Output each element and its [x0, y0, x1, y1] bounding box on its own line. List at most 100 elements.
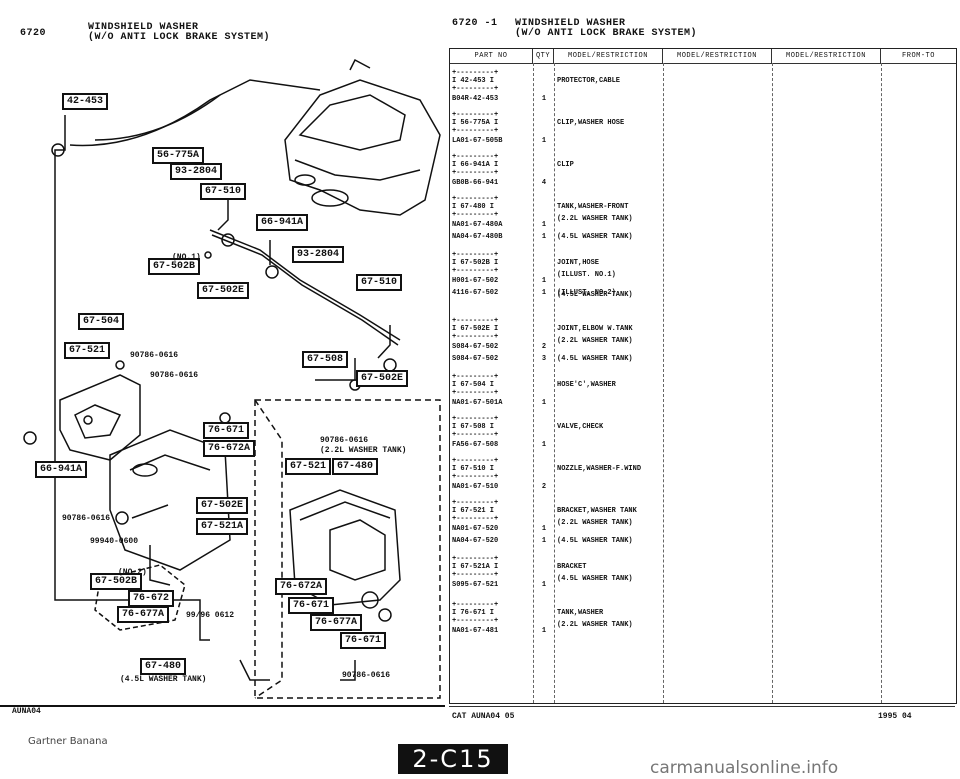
- ref-border-top: +---------+: [452, 153, 499, 161]
- quantity: 2: [541, 343, 547, 351]
- diagram-ref: 76-677A: [310, 614, 363, 631]
- part-number: H001-67-502: [452, 277, 499, 285]
- ref-border-bottom: +---------+: [452, 85, 499, 93]
- diagram-ref: 67-504: [78, 313, 125, 330]
- diagram-label-part: 99940-0600: [90, 537, 139, 546]
- ref-number: I 67-480 I: [452, 203, 495, 211]
- quantity: 1: [541, 289, 547, 297]
- col-header-part-no: PART NO: [450, 49, 533, 64]
- description: BRACKET,WASHER TANK: [557, 507, 637, 515]
- diagram-ref: 67-480: [140, 658, 187, 675]
- quantity: 1: [541, 525, 547, 533]
- quantity: 1: [541, 537, 547, 545]
- diagram-label-part: 90786-0616: [342, 671, 391, 680]
- ref-border-top: +---------+: [452, 555, 499, 563]
- part-number: 4116-67-502: [452, 289, 499, 297]
- part-number: S095-67-521: [452, 581, 499, 589]
- part-number: NA04-67-520: [452, 537, 499, 545]
- col-header-from-to: FROM-TO: [881, 49, 956, 64]
- diagram-label-part: 90786-0616: [62, 514, 111, 523]
- description-note: (4.5L WASHER TANK): [557, 233, 633, 241]
- diagram-ref: 67-521A: [196, 518, 249, 535]
- quantity: 1: [541, 627, 547, 635]
- diagram-ref: 76-672: [128, 590, 175, 607]
- diagram-label-no1: (NO.1): [172, 253, 201, 262]
- ref-border-top: +---------+: [452, 195, 499, 203]
- diagram-ref: 67-502B: [90, 573, 143, 590]
- ref-border-bottom: +---------+: [452, 515, 499, 523]
- diagram-ref: 67-480: [332, 458, 379, 475]
- diagram-ref: 76-677A: [117, 606, 170, 623]
- quantity: 1: [541, 137, 547, 145]
- ref-border-top: +---------+: [452, 317, 499, 325]
- ref-border-top: +---------+: [452, 415, 499, 423]
- diagram-ref: 66-941A: [256, 214, 309, 231]
- ref-number: I 56-775A I: [452, 119, 499, 127]
- ref-number: I 67-510 I: [452, 465, 495, 473]
- part-number: NA01-67-510: [452, 483, 499, 491]
- ref-border-top: +---------+: [452, 251, 499, 259]
- diagram-ref: 76-672A: [275, 578, 328, 595]
- diagram-label-tank: (4.5L WASHER TANK): [120, 675, 207, 684]
- ref-border-bottom: +---------+: [452, 169, 499, 177]
- diagram-ref: 67-510: [200, 183, 247, 200]
- ref-border-bottom: +---------+: [452, 431, 499, 439]
- footer-left: AUNA04: [12, 707, 41, 716]
- description-note: (2.2L WASHER TANK): [557, 215, 633, 223]
- part-number: FA56-67-508: [452, 441, 499, 449]
- col-header-model-1: MODEL/RESTRICTION: [554, 49, 663, 64]
- description-note: (2.2L WASHER TANK): [557, 337, 633, 345]
- description: NOZZLE,WASHER-F.WIND: [557, 465, 642, 473]
- quantity: 2: [541, 483, 547, 491]
- footer-right: 1995 04: [878, 712, 912, 721]
- header-left-title-2: (W/O ANTI LOCK BRAKE SYSTEM): [88, 32, 271, 43]
- quantity: 1: [541, 399, 547, 407]
- description: JOINT,HOSE: [557, 259, 600, 267]
- ref-border-bottom: +---------+: [452, 211, 499, 219]
- ref-border-bottom: +---------+: [452, 267, 499, 275]
- diagram-ref: 66-941A: [35, 461, 88, 478]
- diagram-ref: 76-671: [340, 632, 387, 649]
- footer-center: CAT AUNA04 05: [452, 712, 515, 721]
- diagram-label-no2: (NO.2): [118, 568, 147, 577]
- part-number: B04R-42-453: [452, 95, 499, 103]
- part-number: LA01-67-505B: [452, 137, 503, 145]
- diagram-ref: 67-502E: [356, 370, 409, 387]
- part-number: NA04-67-480B: [452, 233, 503, 241]
- quantity: 3: [541, 355, 547, 363]
- part-number: NA01-67-520: [452, 525, 499, 533]
- ref-number: I 67-521 I: [452, 507, 495, 515]
- diagram-label-part: 90786-0616: [150, 371, 199, 380]
- ref-border-bottom: +---------+: [452, 571, 499, 579]
- description-note: (ILLUST. NO.2): [557, 289, 616, 297]
- diagram-ref: 76-671: [203, 422, 250, 439]
- diagram-ref: 67-521: [64, 342, 111, 359]
- ref-number: I 67-504 I: [452, 381, 495, 389]
- diagram-ref: 56-775A: [152, 147, 205, 164]
- quantity: 1: [541, 581, 547, 589]
- part-number: NA01-67-501A: [452, 399, 503, 407]
- ref-border-top: +---------+: [452, 373, 499, 381]
- header-left-code: 6720: [20, 28, 47, 39]
- part-number: NA01-67-480A: [452, 221, 503, 229]
- description-note: (4.5L WASHER TANK): [557, 291, 633, 299]
- header-right-title-2: (W/O ANTI LOCK BRAKE SYSTEM): [515, 28, 698, 39]
- ref-number: I 67-502E I: [452, 325, 499, 333]
- ref-border-top: +---------+: [452, 111, 499, 119]
- description-note: (4.5L WASHER TANK): [557, 537, 633, 545]
- part-number: GB0B-66-941: [452, 179, 499, 187]
- ref-number: I 76-671 I: [452, 609, 495, 617]
- description: HOSE'C',WASHER: [557, 381, 616, 389]
- ref-number: I 66-941A I: [452, 161, 499, 169]
- ref-border-top: +---------+: [452, 499, 499, 507]
- header-right-code: 6720 -1: [452, 18, 498, 29]
- quantity: 1: [541, 221, 547, 229]
- credit-text: Gartner Banana: [28, 736, 108, 747]
- description: CLIP,WASHER HOSE: [557, 119, 625, 127]
- description-note: (4.5L WASHER TANK): [557, 575, 633, 583]
- diagram-ref: 67-502B: [148, 258, 201, 275]
- diagram-ref: 67-521: [285, 458, 332, 475]
- diagram-label-part: 99/96 0612: [186, 611, 235, 620]
- diagram-label-part: 90786-0616: [130, 351, 179, 360]
- quantity: 4: [541, 179, 547, 187]
